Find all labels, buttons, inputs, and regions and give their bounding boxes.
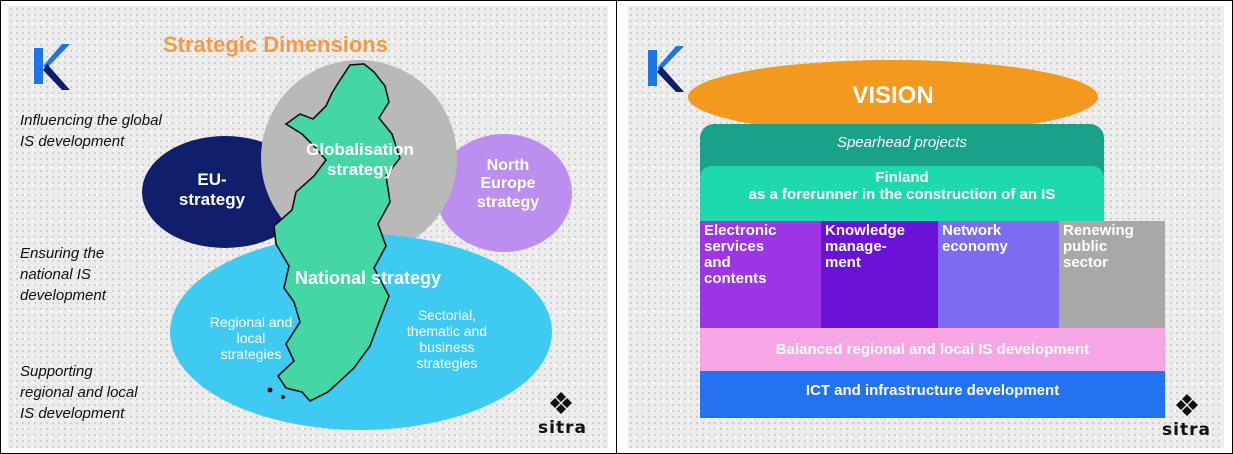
note-national: Ensuring the national IS development [20,245,106,304]
slide-strategic-dimensions: Strategic Dimensions Influencing the glo… [8,6,608,448]
label-regional-strategies: Regional and local strategies [209,314,293,363]
label-sectorial-strategies: Sectorial, thematic and business strateg… [406,307,488,372]
k-logo-icon [34,44,70,90]
vision-label: VISION [852,82,934,109]
sitra-emblem-icon-right [1176,394,1198,416]
sitra-emblem-icon [550,392,572,414]
label-north-europe-strategy: North Europe strategy [476,157,540,211]
slide-vision: VISION Spearhead projects Finland as a f… [628,6,1224,448]
finland-map [267,63,401,402]
spearhead-label: Spearhead projects [836,134,968,151]
label-eu-strategy: EU- strategy [178,170,246,209]
balanced-development-band: Balanced regional and local IS developme… [700,328,1165,371]
pillar-network-economy: Network economy [938,221,1059,328]
sitra-logo-text-right: SITRA [1162,420,1211,440]
finland-label: Finland as a forerunner in the construct… [748,169,1056,203]
k-logo-icon-right [648,46,684,92]
note-global: Influencing the global IS development [20,112,162,150]
label-national-strategy: National strategy [294,268,442,288]
note-regional: Supporting regional and local IS develop… [20,363,138,422]
pillar-electronic-services: Electronic services and contents [700,221,821,328]
page-title: Strategic Dimensions [163,32,388,57]
sitra-logo-text: SITRA [538,418,587,438]
ellipse-north-europe [436,134,572,252]
pillar-renewing-public-sector: Renewing public sector [1059,221,1165,328]
pillar-knowledge-management: Knowledge manage- ment [821,221,938,328]
vision-ellipse [688,60,1098,134]
label-globalisation-strategy: Globalisation strategy [306,140,414,179]
panel-divider [616,0,617,454]
finland-band [700,166,1104,222]
ict-infrastructure-band: ICT and infrastructure development [700,371,1165,418]
